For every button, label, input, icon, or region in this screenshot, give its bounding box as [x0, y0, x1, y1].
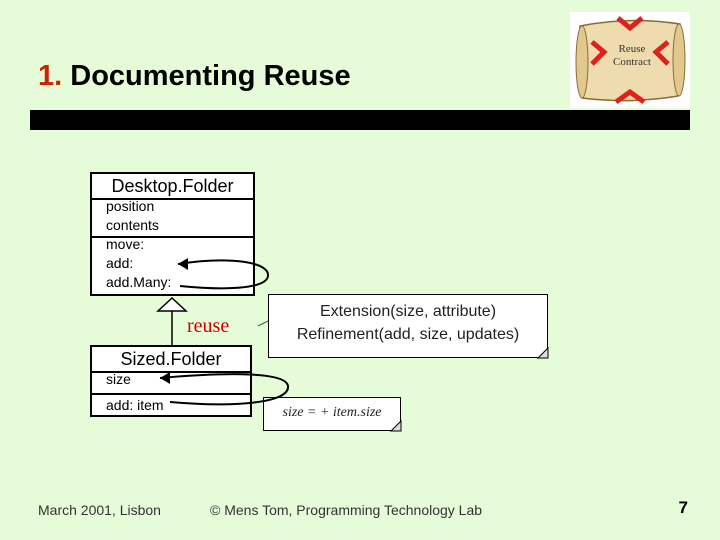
methods-section: move: add: add.Many: — [92, 236, 253, 296]
desktop-folder-class: Desktop.Folder position contents move: a… — [90, 172, 255, 296]
size-note: size = + item.size — [263, 397, 401, 431]
contract-note: Extension(size, attribute) Refinement(ad… — [268, 294, 548, 358]
method-add-item: add: item — [106, 397, 164, 413]
method-add-many: add.Many: — [106, 274, 172, 290]
title-underline-bar — [30, 110, 690, 130]
svg-text:Contract: Contract — [613, 56, 651, 68]
method-add: add: — [106, 255, 134, 271]
arrowhead — [160, 372, 170, 384]
add-item-updates-size-arrow — [159, 373, 289, 406]
footer-author: © Mens Tom, Programming Technology Lab — [210, 502, 483, 518]
arrowhead — [178, 258, 188, 270]
note-refinement-line: Refinement(add, size, updates) — [296, 326, 520, 343]
reuse-label: reuse — [187, 315, 230, 337]
page-number: 7 — [678, 498, 688, 517]
attribute-size: size — [106, 371, 131, 387]
reuse-note-link — [257, 320, 269, 327]
note-extension-line: Extension(size, attribute) — [319, 303, 497, 320]
reuse-contract-logo: Reuse Contract — [570, 12, 690, 108]
attributes-section: position contents — [92, 198, 253, 238]
note-size-text: size = + item.size — [282, 405, 382, 420]
svg-text:Reuse: Reuse — [619, 43, 646, 55]
note-corner — [536, 346, 549, 359]
attribute-position: position — [106, 198, 155, 214]
class-name: Desktop.Folder — [92, 174, 253, 200]
method-move: move: — [106, 236, 145, 252]
add-many-calls-add-arrow — [177, 259, 269, 290]
title-number: 1. — [38, 60, 63, 92]
attribute-contents: contents — [106, 217, 159, 233]
attributes-section: size — [92, 371, 250, 395]
inheritance-triangle — [156, 296, 188, 312]
note-corner — [389, 419, 402, 432]
page-title: 1. Documenting Reuse — [38, 60, 351, 93]
title-text: Documenting Reuse — [70, 60, 351, 92]
class-name: Sized.Folder — [92, 347, 250, 373]
methods-section: add: item — [92, 393, 250, 417]
footer-date: March 2001, Lisbon — [38, 502, 161, 518]
